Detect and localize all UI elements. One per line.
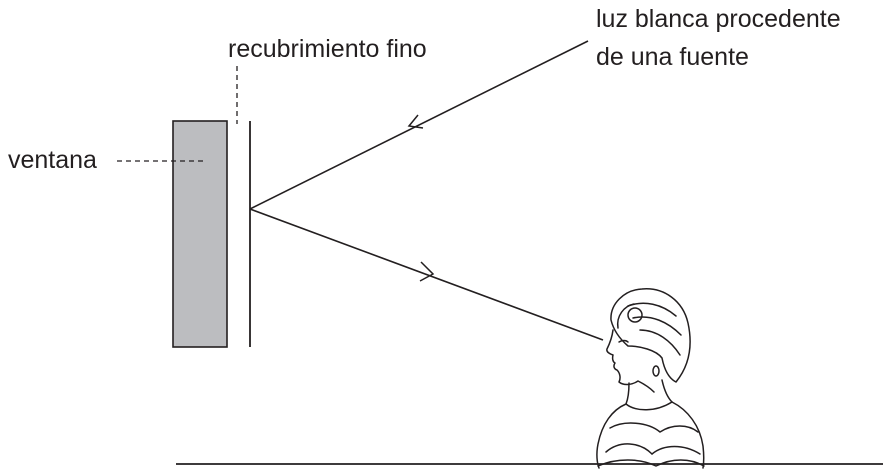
window-pane	[172, 120, 228, 348]
observer-turban-fold-2	[632, 316, 682, 336]
observer-torso	[596, 403, 627, 469]
observer-garment-hem	[597, 459, 705, 467]
incident-ray	[249, 40, 589, 210]
observer-turban-jewel	[627, 307, 643, 323]
observer-neckline	[625, 401, 673, 411]
reflected-ray-arrowhead	[419, 261, 435, 282]
observer-eye	[618, 339, 629, 343]
observer-garment-fold	[605, 443, 653, 455]
observer-earring	[652, 365, 660, 377]
source-label-line1: luz blanca procedente	[596, 5, 841, 33]
source-label-line2: de una fuente	[596, 43, 749, 71]
reflected-ray	[249, 208, 604, 341]
observer-turban-fold-4	[616, 303, 635, 329]
observer-collar	[609, 422, 699, 433]
observer-torso-back	[671, 401, 705, 469]
observer-garment-fold-2	[651, 445, 701, 455]
observer-neck-back	[661, 379, 673, 403]
incident-ray-arrowhead	[407, 114, 424, 129]
coating-label: recubrimiento fino	[228, 35, 427, 63]
observer-illustration	[596, 288, 705, 469]
observer-turban-fold-3	[639, 329, 681, 356]
observer-neck	[625, 382, 630, 405]
window-label: ventana	[8, 146, 97, 174]
observer-face-profile	[606, 329, 655, 393]
observer-turban	[610, 288, 691, 383]
observer-turban-fold-1	[627, 302, 677, 317]
